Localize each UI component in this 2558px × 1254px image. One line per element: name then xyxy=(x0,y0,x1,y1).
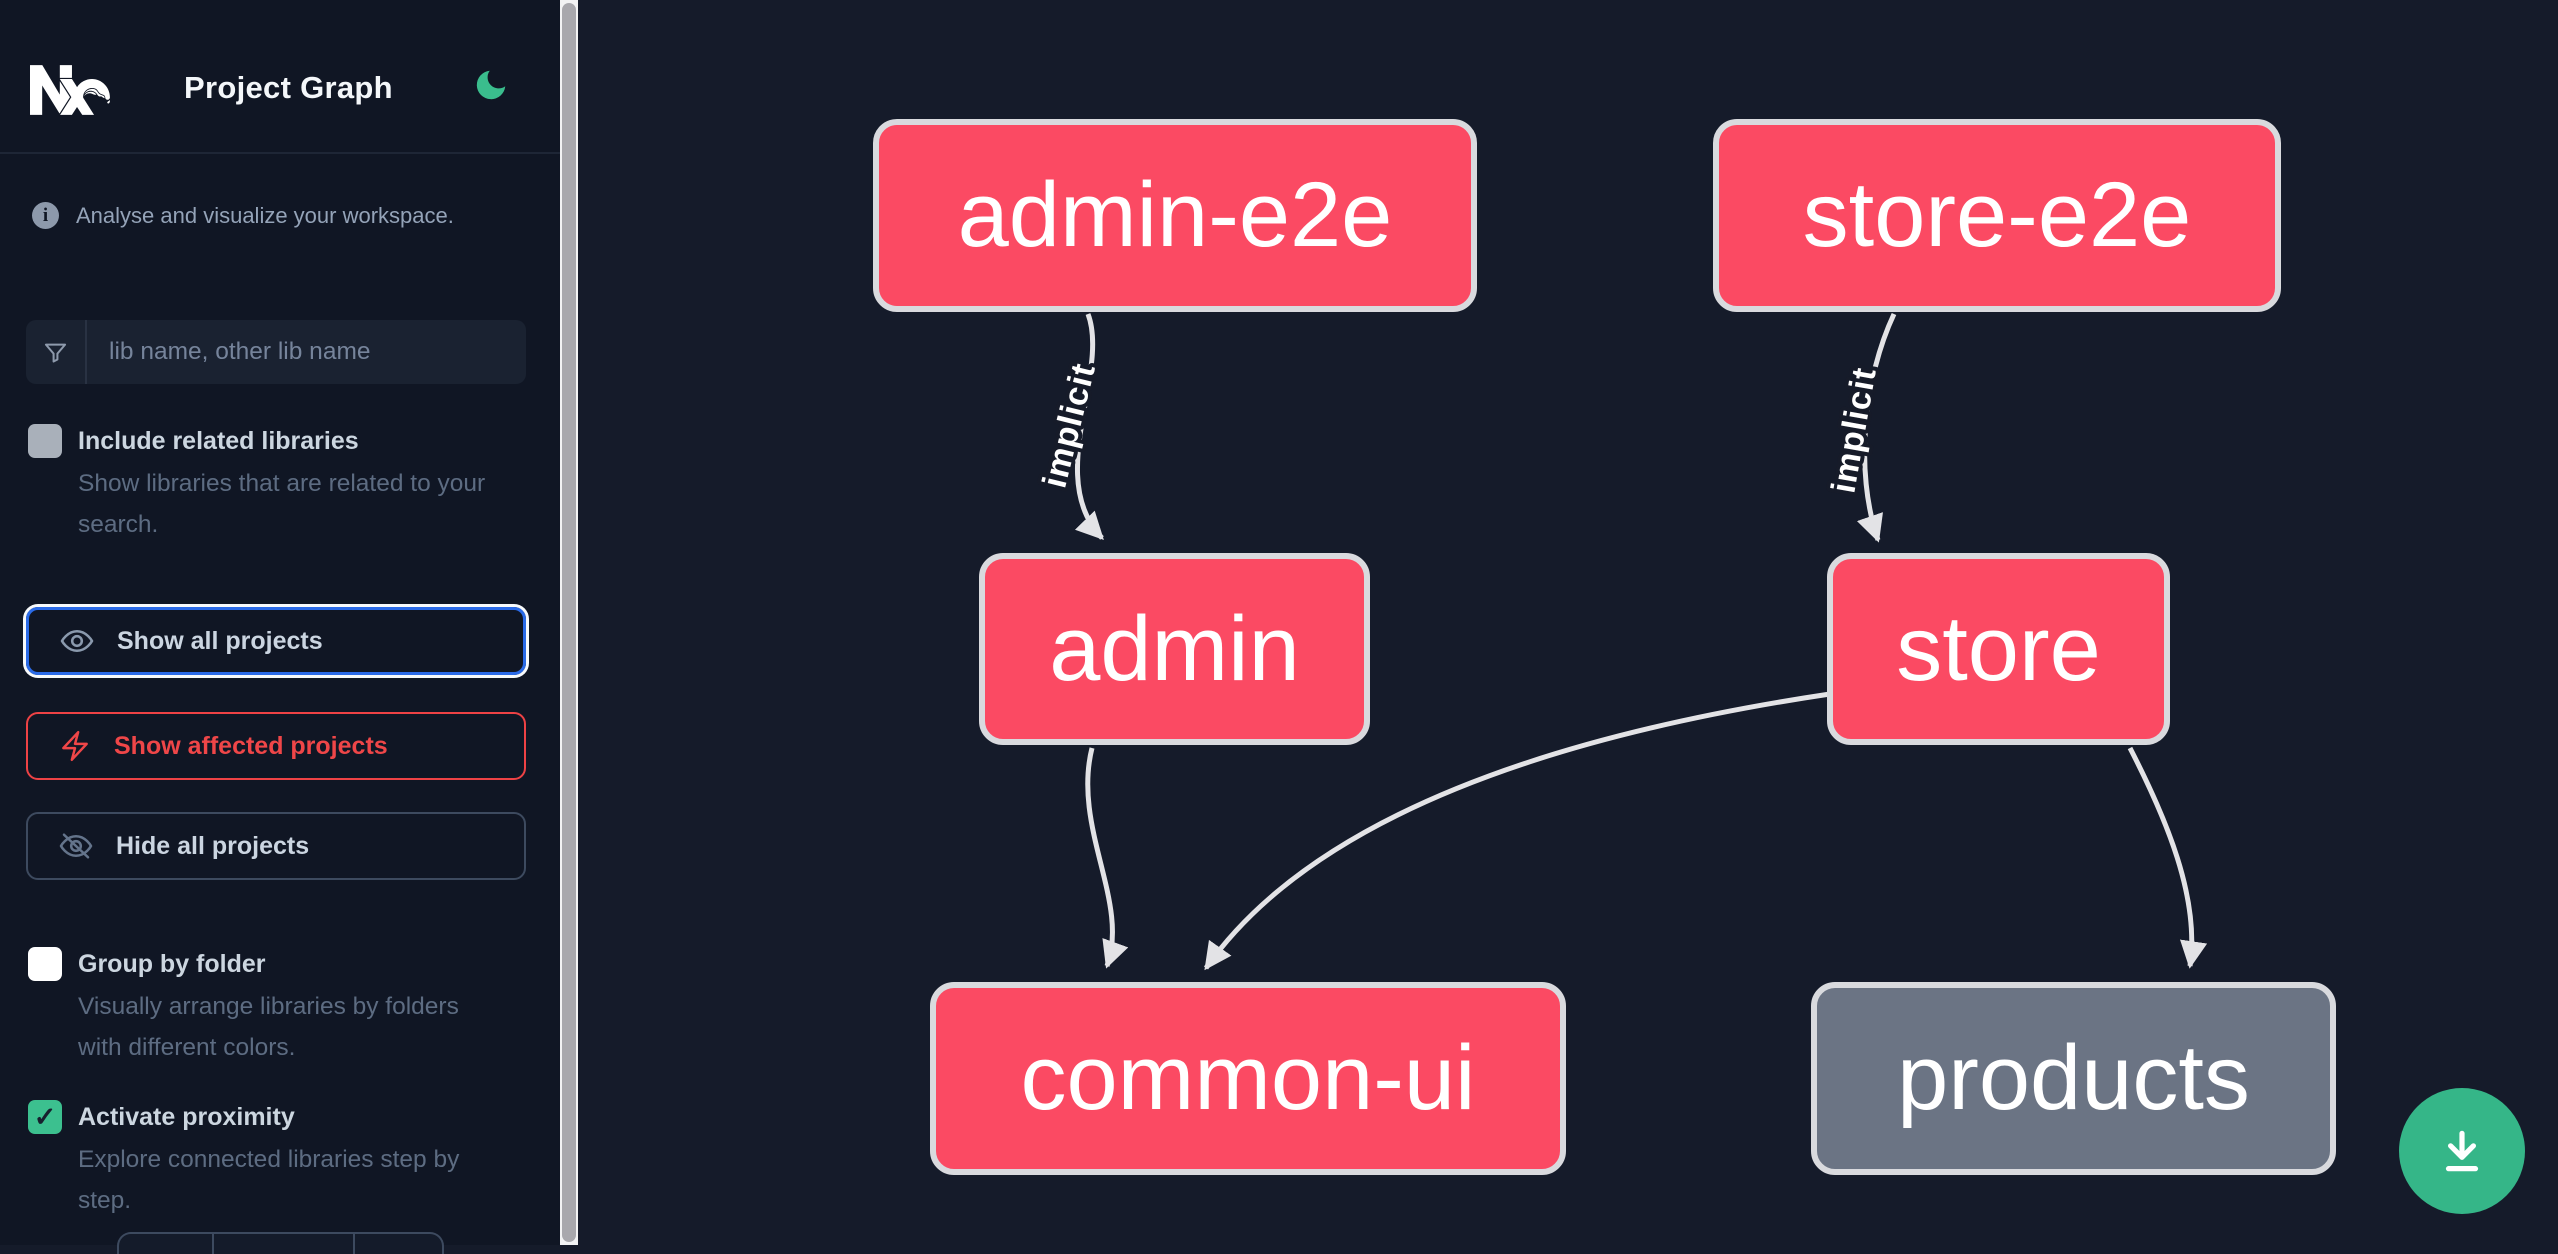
edge-admin-common-ui xyxy=(1085,747,1129,969)
project-node-common-ui[interactable]: common-ui xyxy=(930,982,1566,1175)
segment-button[interactable] xyxy=(214,1234,355,1254)
node-label: store-e2e xyxy=(1802,164,2192,266)
node-label: store xyxy=(1896,597,2101,700)
option-activate-proximity: ✓ Activate proximity Explore connected l… xyxy=(28,1099,506,1221)
option-description: Show libraries that are related to your … xyxy=(78,470,486,538)
dark-mode-toggle[interactable] xyxy=(472,66,510,104)
activate-proximity-checkbox[interactable]: ✓ xyxy=(28,1100,62,1134)
graph-canvas[interactable]: implicit implicit admin-e2e store-e2e ad… xyxy=(578,0,2558,1245)
funnel-icon xyxy=(44,343,67,363)
node-label: admin-e2e xyxy=(957,164,1393,266)
option-description: Visually arrange libraries by folders wi… xyxy=(78,993,459,1061)
option-label: Activate proximity xyxy=(78,1103,295,1131)
show-affected-projects-button[interactable]: Show affected projects xyxy=(26,712,526,780)
download-icon xyxy=(2445,1130,2479,1172)
sidebar: Project Graph i Analyse and visualize yo… xyxy=(0,0,560,1254)
project-node-admin-e2e[interactable]: admin-e2e xyxy=(873,119,1477,312)
moon-icon xyxy=(476,70,506,100)
hide-all-projects-button[interactable]: Hide all projects xyxy=(26,812,526,880)
eye-icon xyxy=(60,629,94,653)
check-icon: ✓ xyxy=(33,1101,57,1132)
edge-admin-e2e-admin xyxy=(1074,313,1104,540)
option-include-related: Include related libraries Show libraries… xyxy=(28,423,506,545)
eye-off-icon xyxy=(59,833,93,859)
segment-button[interactable] xyxy=(355,1234,442,1254)
segment-button[interactable] xyxy=(119,1234,214,1254)
edge-label-implicit: implicit xyxy=(1036,359,1104,491)
sidebar-scrollbar xyxy=(560,0,578,1245)
option-group-by-folder: Group by folder Visually arrange librari… xyxy=(28,946,506,1068)
edge-label-implicit: implicit xyxy=(1824,364,1883,496)
download-image-button[interactable] xyxy=(2399,1088,2525,1214)
node-label: products xyxy=(1897,1027,2250,1129)
edge-store-e2e-store xyxy=(1856,312,1897,543)
option-label: Group by folder xyxy=(78,950,266,978)
info-icon: i xyxy=(32,202,59,229)
button-label: Hide all projects xyxy=(116,831,310,860)
edge-store-products xyxy=(2127,746,2208,969)
page-title: Project Graph xyxy=(184,70,393,105)
filter-icon-cell xyxy=(26,320,87,384)
filter-search xyxy=(26,320,526,384)
button-label: Show affected projects xyxy=(114,731,388,760)
workspace-hint: i Analyse and visualize your workspace. xyxy=(32,202,454,229)
edge-layer: implicit implicit xyxy=(1032,312,2208,971)
group-by-folder-checkbox[interactable] xyxy=(28,947,62,981)
scrollbar-thumb[interactable] xyxy=(562,3,576,1242)
option-label: Include related libraries xyxy=(78,427,359,455)
bottom-segmented-control xyxy=(117,1232,444,1254)
edge-store-common-ui xyxy=(1203,691,1831,971)
project-node-store[interactable]: store xyxy=(1827,553,2170,745)
filter-input[interactable] xyxy=(87,320,526,384)
project-node-admin[interactable]: admin xyxy=(979,553,1370,745)
bolt-icon xyxy=(62,730,88,762)
node-label: admin xyxy=(1049,597,1300,700)
option-description: Explore connected libraries step by step… xyxy=(78,1146,460,1214)
node-label: common-ui xyxy=(1020,1027,1476,1129)
project-node-products[interactable]: products xyxy=(1811,982,2336,1175)
sidebar-header: Project Graph xyxy=(0,0,560,154)
include-related-checkbox[interactable] xyxy=(28,424,62,458)
project-node-store-e2e[interactable]: store-e2e xyxy=(1713,119,2281,312)
nx-logo-icon xyxy=(30,65,111,115)
button-label: Show all projects xyxy=(117,626,323,655)
workspace-hint-text: Analyse and visualize your workspace. xyxy=(76,202,454,228)
show-all-projects-button[interactable]: Show all projects xyxy=(26,607,526,675)
